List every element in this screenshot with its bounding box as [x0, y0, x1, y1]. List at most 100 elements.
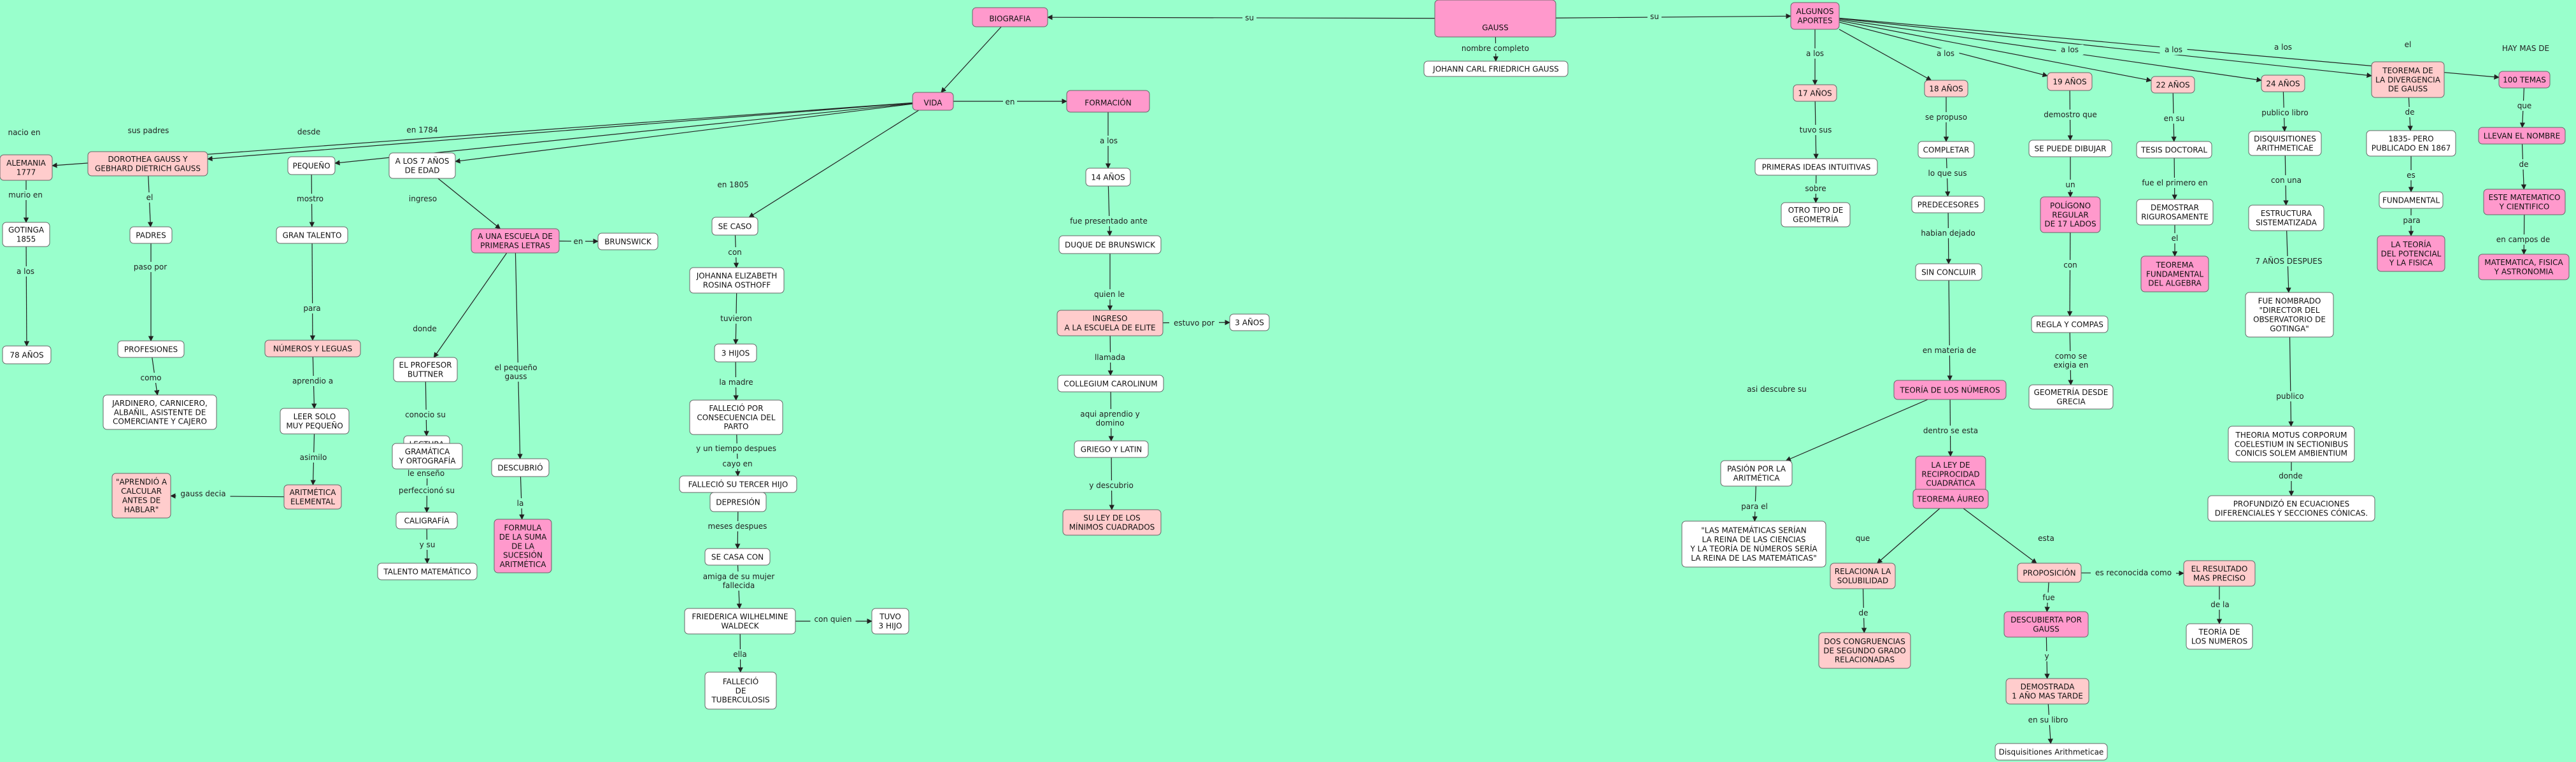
node-padres[interactable]: PADRES — [129, 226, 173, 244]
node-griego[interactable]: GRIEGO Y LATIN — [1074, 440, 1149, 458]
edge-escuela-buttner — [433, 252, 508, 358]
node-llevan[interactable]: LLEVAN EL NOMBRE — [2478, 127, 2566, 145]
node-oficios[interactable]: JARDINERO, CARNICERO,ALBAÑIL, ASISTENTE … — [103, 394, 217, 430]
node-completar[interactable]: COMPLETAR — [1918, 141, 1975, 159]
node-predecesores[interactable]: PREDECESORES — [1911, 196, 1985, 213]
node-teoria_numeros[interactable]: TEORÍA DE LOS NÚMEROS — [1893, 380, 2007, 400]
link-label-bg — [1647, 11, 1662, 22]
node-proposicion[interactable]: PROPOSICIÓN — [2017, 563, 2082, 583]
node-box — [491, 458, 550, 477]
link-label-bg — [2272, 391, 2309, 401]
node-a22[interactable]: 22 AÑOS — [2151, 76, 2195, 94]
node-brunswick[interactable]: BRUNSWICK — [597, 233, 658, 250]
node-fallecio_hijo[interactable]: FALLECIÓ SU TERCER HIJO — [679, 475, 797, 493]
node-pequeno[interactable]: PEQUEÑO — [287, 156, 336, 175]
node-biografia[interactable]: BIOGRAFIA — [972, 7, 1048, 27]
node-sin_concluir[interactable]: SIN CONCLUIR — [1915, 263, 1982, 281]
node-gran_talento[interactable]: GRAN TALENTO — [276, 226, 348, 244]
node-caligrafia[interactable]: CALIGRAFÍA — [395, 512, 458, 529]
node-puede_dibujar[interactable]: SE PUEDE DIBUJAR — [2028, 140, 2112, 157]
node-carolinum[interactable]: COLLEGIUM CAROLINUM — [1057, 375, 1164, 392]
node-gauss[interactable]: GAUSS — [1434, 0, 1556, 38]
node-talento_mat[interactable]: TALENTO MATEMÁTICO — [377, 563, 478, 580]
node-a17[interactable]: 17 AÑOS — [1793, 84, 1837, 102]
node-se_casa_con[interactable]: SE CASA CON — [704, 548, 771, 566]
node-duque[interactable]: DUQUE DE BRUNSWICK — [1058, 235, 1162, 254]
node-a24[interactable]: 24 AÑOS — [2261, 75, 2305, 92]
node-vida[interactable]: VIDA — [912, 92, 954, 111]
edge-teorema_aureo-proposicion — [1963, 508, 2037, 564]
node-tres_hijos[interactable]: 3 HIJOS — [714, 343, 757, 363]
node-tres_anos[interactable]: 3 AÑOS — [1229, 313, 1270, 331]
node-regla[interactable]: REGLA Y COMPAS — [2031, 315, 2109, 333]
node-depresion[interactable]: DEPRESIÓN — [709, 492, 767, 512]
node-teorema_aureo[interactable]: TEOREMA ÁUREO — [1912, 489, 1989, 509]
node-a78[interactable]: 78 AÑOS — [2, 345, 52, 364]
node-cien_temas[interactable]: 100 TEMAS — [2498, 71, 2551, 89]
node-catorce[interactable]: 14 AÑOS — [1085, 168, 1131, 187]
node-profesiones[interactable]: PROFESIONES — [117, 340, 185, 358]
link-label-bg — [2253, 108, 2317, 118]
node-nombre[interactable]: JOHANN CARL FRIEDRICH GAUSS — [1423, 61, 1569, 77]
node-a18[interactable]: 18 AÑOS — [1924, 80, 1968, 97]
node-tesis[interactable]: TESIS DOCTORAL — [2136, 141, 2212, 159]
node-numeros_letras[interactable]: NÚMEROS Y LEGUAS — [264, 340, 361, 357]
node-a19[interactable]: 19 AÑOS — [2047, 72, 2093, 91]
node-descubrio[interactable]: DESCUBRIÓ — [491, 458, 550, 477]
node-disquisitiones_libro[interactable]: Disquisitiones Arithmeticae — [1995, 743, 2108, 761]
link-label-fue: fue — [2042, 593, 2054, 602]
link-label-que: que — [1856, 534, 1870, 543]
edge-gotinga-a78 — [24, 246, 30, 347]
node-label: 19 AÑOS — [2053, 76, 2086, 86]
node-primeras_ideas[interactable]: PRIMERAS IDEAS INTUITIVAS — [1754, 158, 1878, 176]
node-fundamental[interactable]: FUNDAMENTAL — [2379, 191, 2444, 209]
node-formacion[interactable]: FORMACIÓN — [1066, 90, 1150, 113]
node-se_caso[interactable]: SE CASO — [711, 217, 758, 236]
